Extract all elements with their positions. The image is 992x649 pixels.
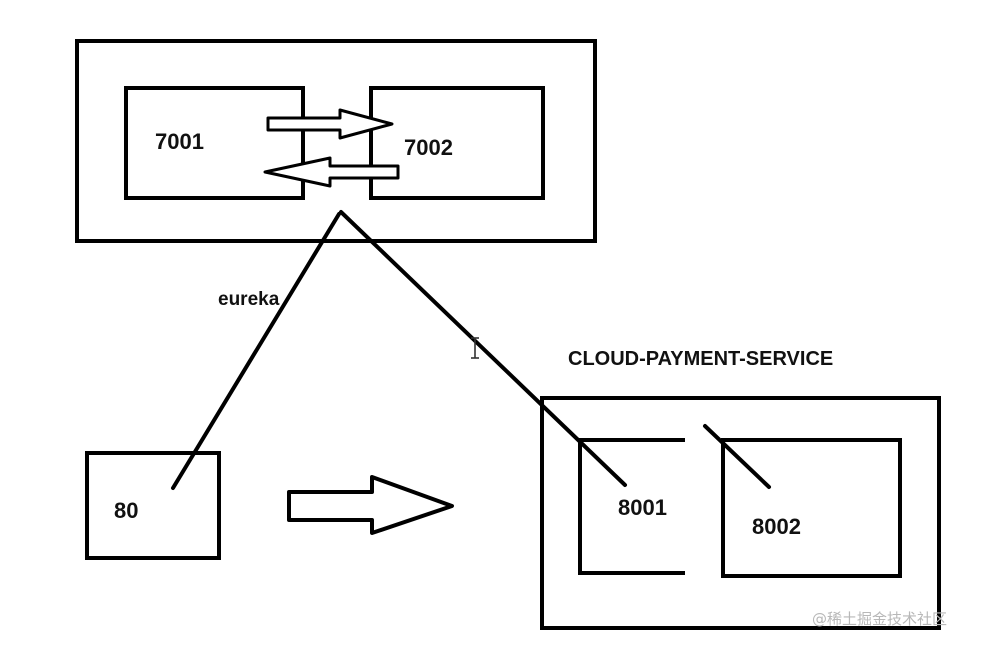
payment-service-title: CLOUD-PAYMENT-SERVICE (568, 348, 833, 370)
payment-node-8002-box (721, 438, 902, 578)
eureka-node-7002-label: 7002 (404, 135, 453, 160)
eureka-node-7001-box (124, 86, 305, 200)
call-arrow (287, 475, 454, 535)
watermark-text: @稀土掘金技术社区 (812, 610, 947, 628)
payment-node-8002-registration-line (703, 424, 771, 489)
replication-arrow-right (266, 108, 394, 140)
consumer-80-label: 80 (114, 498, 138, 523)
consumer-80-box (85, 451, 221, 560)
eureka-cluster-box (75, 39, 597, 243)
payment-registration-line (339, 210, 627, 487)
payment-node-8001-box (578, 438, 685, 575)
text-cursor-icon (471, 337, 479, 359)
payment-node-8002-label: 8002 (752, 514, 801, 539)
payment-node-8001-label: 8001 (618, 495, 667, 520)
eureka-label: eureka (218, 289, 280, 310)
replication-arrow-left (263, 156, 400, 188)
eureka-node-7002-box (369, 86, 545, 200)
consumer-registration-line (171, 212, 341, 490)
payment-service-box (540, 396, 941, 630)
eureka-node-7001-label: 7001 (155, 129, 204, 154)
